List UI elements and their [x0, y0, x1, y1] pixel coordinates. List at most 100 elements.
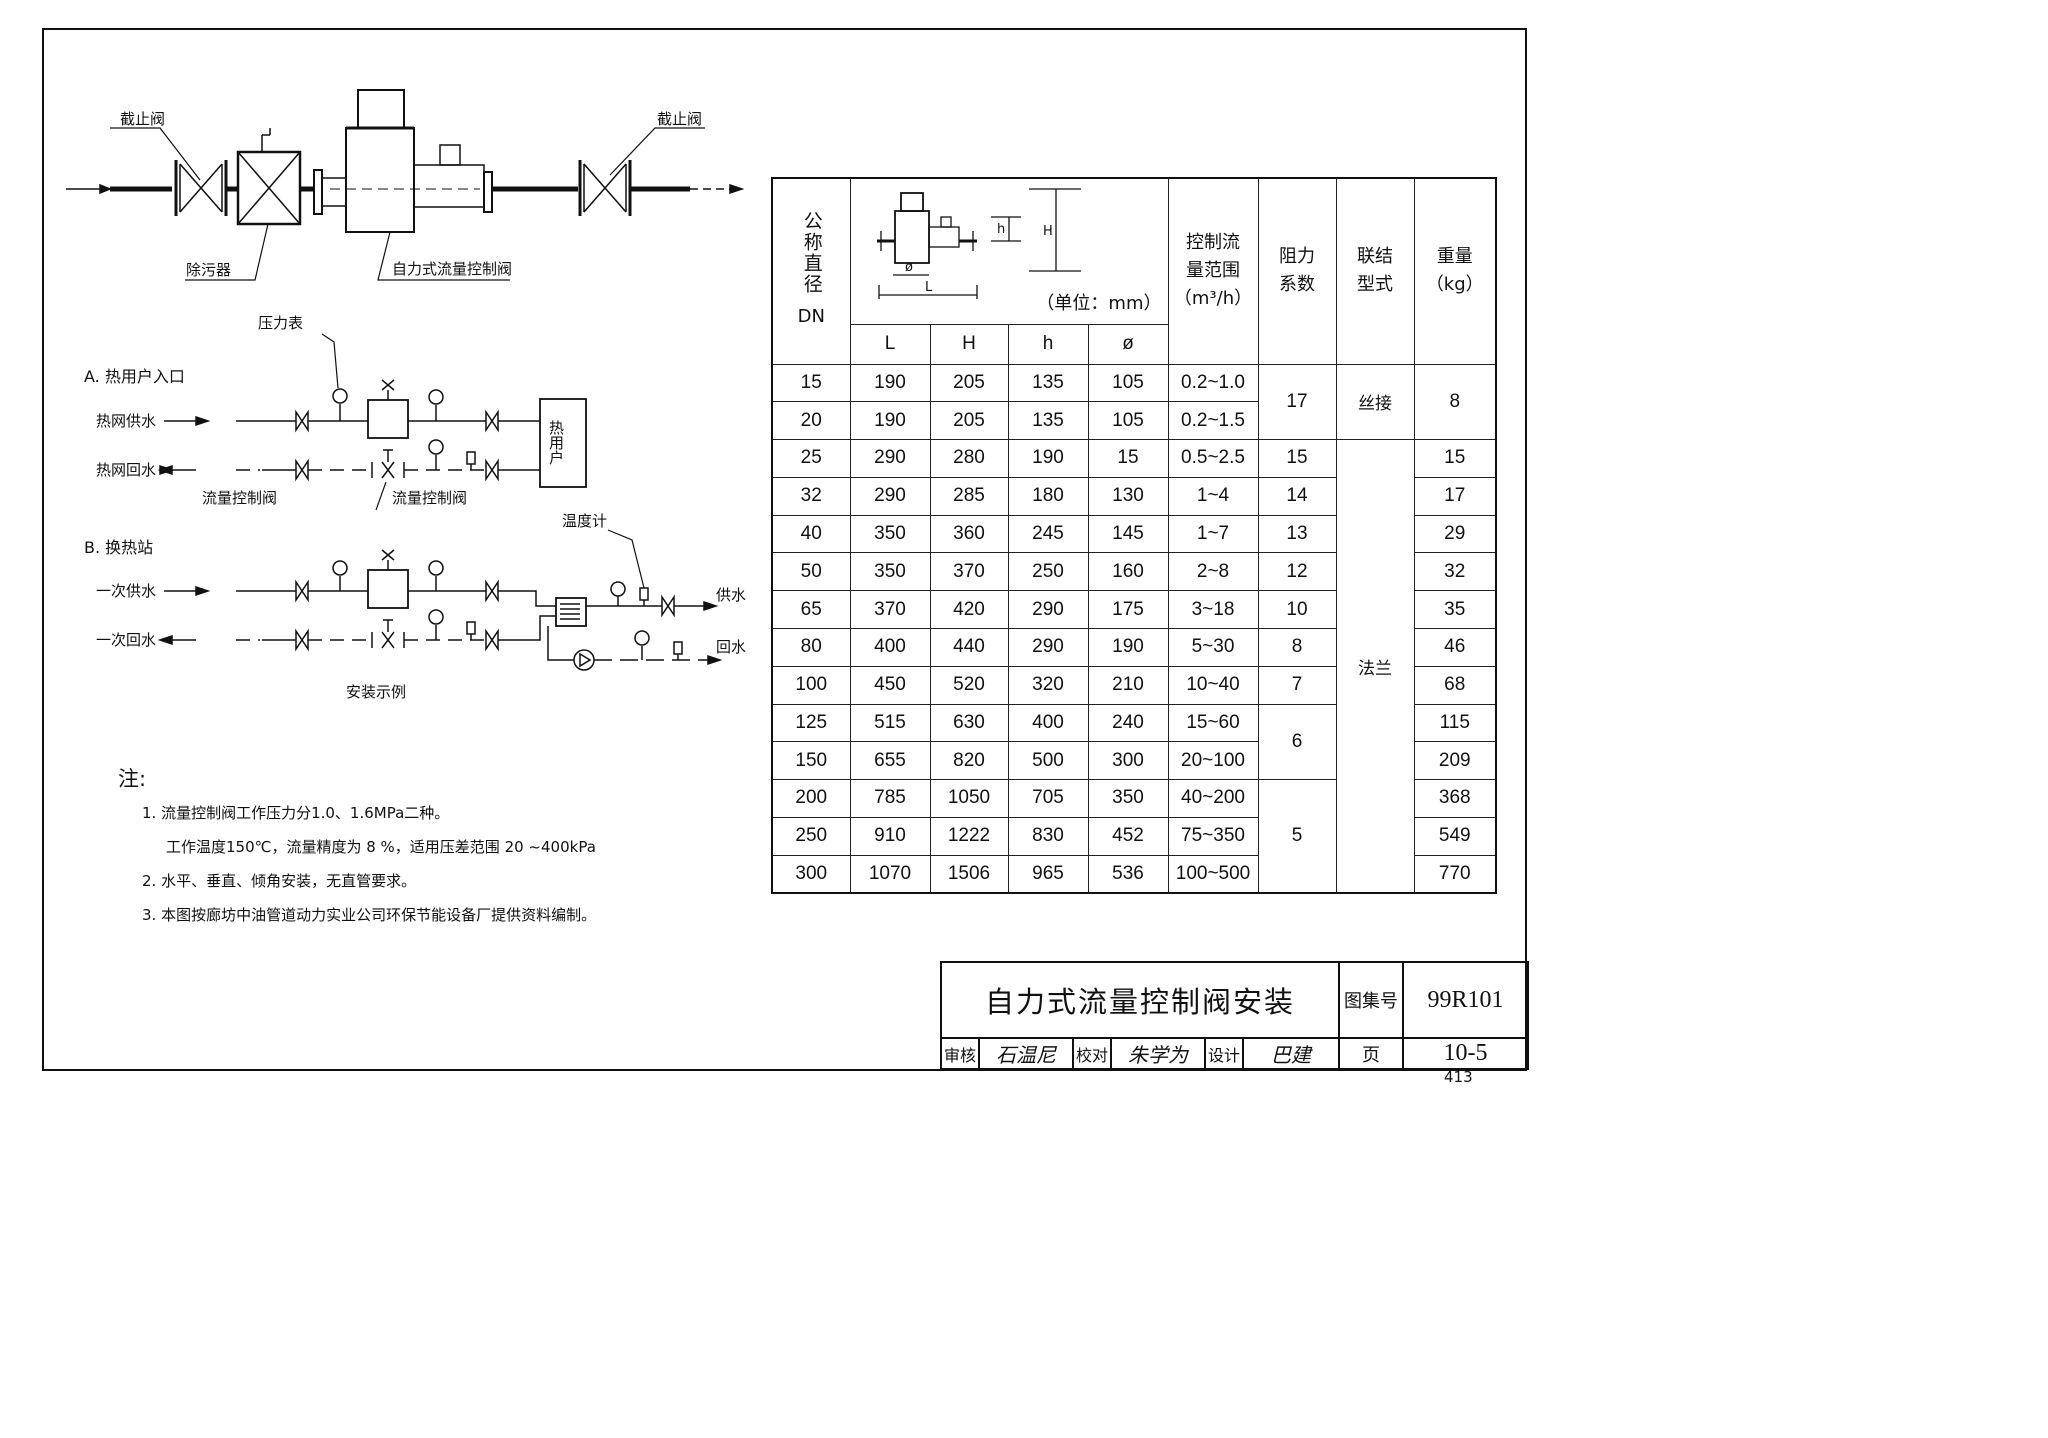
header-flow-2: 量范围 — [1186, 260, 1240, 282]
cell-dn: 125 — [771, 703, 851, 743]
cell-weight: 209 — [1413, 741, 1497, 781]
page-label: 页 — [1338, 1037, 1405, 1070]
unit-label: （单位：mm） — [1036, 292, 1162, 314]
cell-H: 420 — [929, 590, 1009, 629]
cell-resistance: 5 — [1257, 779, 1337, 894]
cell-h: 830 — [1007, 816, 1089, 856]
cell-flow: 40~200 — [1167, 779, 1259, 818]
cell-dn: 80 — [771, 627, 851, 667]
cell-weight: 46 — [1413, 627, 1497, 667]
cell-phi: 190 — [1087, 627, 1169, 667]
cell-phi: 15 — [1087, 439, 1169, 478]
cell-weight: 15 — [1413, 439, 1497, 478]
cell-H: 280 — [929, 439, 1009, 478]
flow-valve-label-left: 流量控制阀 — [202, 489, 277, 507]
strainer-label: 除污器 — [186, 261, 231, 279]
cell-phi: 130 — [1087, 476, 1169, 516]
cell-flow: 75~350 — [1167, 816, 1259, 856]
cell-resistance: 6 — [1257, 703, 1337, 781]
cell-weight: 115 — [1413, 703, 1497, 743]
cell-L: 785 — [849, 779, 931, 818]
cell-dn: 200 — [771, 779, 851, 818]
notes-title: 注: — [118, 767, 147, 791]
cell-h: 290 — [1007, 627, 1089, 667]
cell-L: 1070 — [849, 854, 931, 894]
cell-phi: 105 — [1087, 401, 1169, 441]
installation-diagram: 截止阀 截止阀 除污器 自力式流量控制阀 A. 热用户入口 热网供水 热网回水 … — [66, 89, 746, 701]
dim-h-label: h — [997, 222, 1005, 237]
cell-flow: 0.2~1.0 — [1167, 363, 1259, 403]
header-phi: ø — [1087, 323, 1169, 365]
note-1b: 工作温度150℃，流量精度为 8 %，适用压差范围 20 ~400kPa — [166, 838, 596, 856]
cell-h: 245 — [1007, 514, 1089, 554]
cell-phi: 300 — [1087, 741, 1169, 781]
section-b-title: B. 换热站 — [84, 538, 153, 557]
note-3: 3. 本图按廊坊中油管道动力实业公司环保节能设备厂提供资料编制。 — [142, 906, 597, 924]
cell-H: 285 — [929, 476, 1009, 516]
cell-H: 1050 — [929, 779, 1009, 818]
cell-phi: 105 — [1087, 363, 1169, 403]
sheet-border — [42, 28, 1527, 1071]
cell-dn: 250 — [771, 816, 851, 856]
review-signature: 石温尼 — [978, 1037, 1074, 1070]
cell-phi: 160 — [1087, 552, 1169, 592]
cell-h: 250 — [1007, 552, 1089, 592]
cell-L: 290 — [849, 476, 931, 516]
cell-L: 350 — [849, 514, 931, 554]
cell-weight: 35 — [1413, 590, 1497, 629]
cell-h: 135 — [1007, 401, 1089, 441]
cell-dn: 100 — [771, 665, 851, 705]
gate-valve-right-label: 截止阀 — [657, 110, 702, 128]
cell-weight: 32 — [1413, 552, 1497, 592]
note-1: 1. 流量控制阀工作压力分1.0、1.6MPa二种。 — [142, 804, 450, 822]
header-L: L — [849, 323, 931, 365]
cell-phi: 145 — [1087, 514, 1169, 554]
cell-weight: 549 — [1413, 816, 1497, 856]
header-conn-2: 型式 — [1357, 274, 1393, 296]
gate-valve-right-symbol — [578, 160, 632, 216]
cell-H: 370 — [929, 552, 1009, 592]
cell-resistance: 15 — [1257, 439, 1337, 478]
cell-weight: 17 — [1413, 476, 1497, 516]
notes: 注: 1. 流量控制阀工作压力分1.0、1.6MPa二种。 工作温度150℃，流… — [118, 762, 596, 932]
header-connection: 联结 型式 — [1335, 177, 1415, 365]
cell-H: 205 — [929, 363, 1009, 403]
cell-flow: 0.2~1.5 — [1167, 401, 1259, 441]
cell-dn: 20 — [771, 401, 851, 441]
cell-weight: 68 — [1413, 665, 1497, 705]
design-label: 设计 — [1204, 1037, 1244, 1070]
cell-L: 370 — [849, 590, 931, 629]
cell-weight: 368 — [1413, 779, 1497, 818]
header-resist-2: 系数 — [1279, 274, 1315, 296]
section-a-return-label: 热网回水 — [96, 461, 156, 479]
valve-dimension-sketch: h H ø L — [876, 188, 1081, 299]
cell-L: 190 — [849, 363, 931, 403]
atlas-label: 图集号 — [1338, 961, 1405, 1039]
drawing-sheet: 截止阀 截止阀 除污器 自力式流量控制阀 A. 热用户入口 热网供水 热网回水 … — [42, 28, 1530, 1086]
cell-H: 205 — [929, 401, 1009, 441]
header-H: H — [929, 323, 1009, 365]
cell-L: 400 — [849, 627, 931, 667]
control-valve-symbol — [313, 89, 493, 233]
cell-flow: 20~100 — [1167, 741, 1259, 781]
cell-weight: 8 — [1413, 363, 1497, 441]
dim-H-label: H — [1043, 224, 1053, 239]
dim-phi-label: ø — [905, 260, 913, 275]
cell-L: 290 — [849, 439, 931, 478]
install-example-caption: 安装示例 — [346, 683, 406, 701]
header-dn-sub: DN — [797, 306, 825, 328]
cell-dn: 40 — [771, 514, 851, 554]
primary-supply-label: 一次供水 — [96, 582, 156, 600]
section-a-supply-label: 热网供水 — [96, 412, 156, 430]
cell-resistance: 14 — [1257, 476, 1337, 516]
cell-resistance: 7 — [1257, 665, 1337, 705]
cell-h: 290 — [1007, 590, 1089, 629]
specification-table: 公称直径 DN — [771, 177, 1497, 894]
